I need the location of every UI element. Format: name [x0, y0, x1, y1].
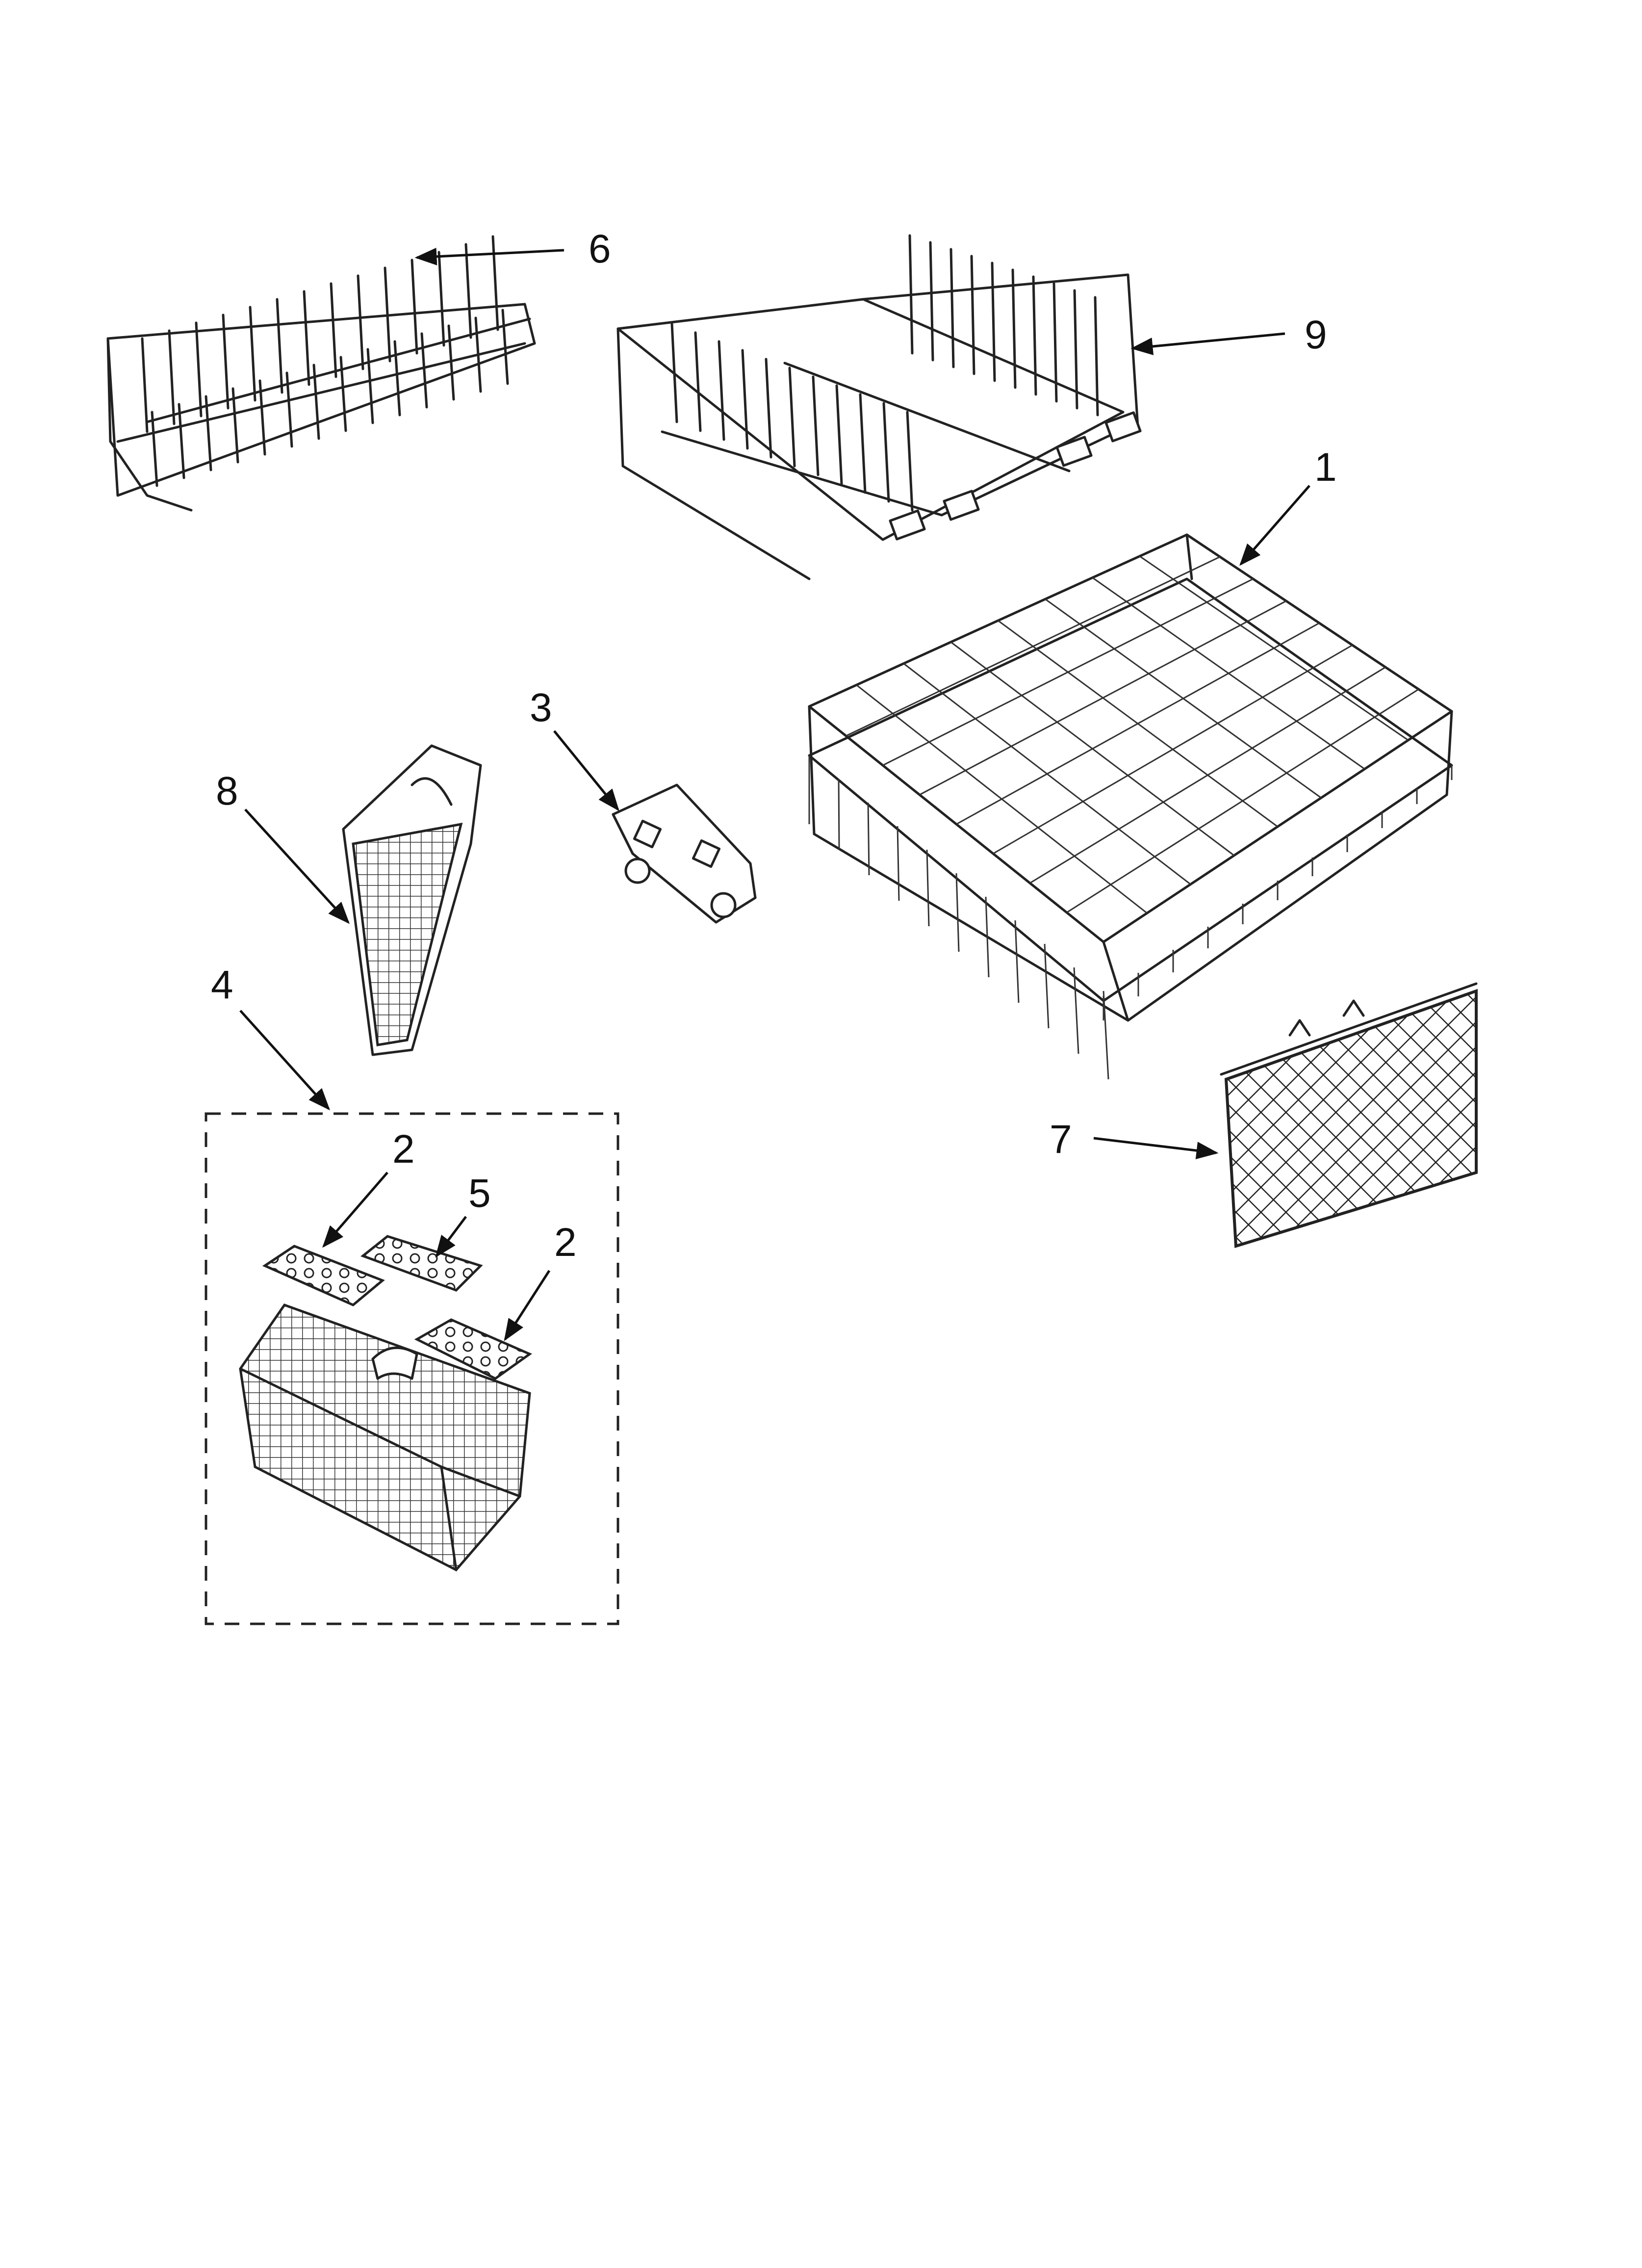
wire-segment — [1073, 967, 1079, 1054]
svg-text:3: 3 — [530, 685, 552, 730]
wire-segment — [1094, 296, 1099, 417]
wire-segment — [906, 411, 914, 512]
part-8-narrow-basket — [342, 744, 482, 1056]
wire-segment — [437, 251, 445, 347]
wire-segment — [1066, 688, 1419, 913]
wire-segment — [420, 332, 428, 409]
wire-segment — [410, 259, 418, 355]
wire-segment — [867, 802, 870, 876]
svg-text:9: 9 — [1305, 313, 1327, 357]
wire-segment — [1052, 282, 1058, 403]
callout-8: 8 — [216, 769, 350, 924]
callout-7: 7 — [1050, 1117, 1219, 1162]
svg-text:1: 1 — [1314, 445, 1337, 490]
wire-segment — [222, 313, 230, 410]
wire-segment — [1032, 275, 1037, 396]
part-2-cover-right — [414, 1318, 533, 1380]
part-5-cover-small — [360, 1235, 483, 1292]
callout-2-left: 2 — [322, 1127, 415, 1248]
wire-segment — [788, 366, 796, 468]
svg-text:5: 5 — [468, 1171, 491, 1216]
callout-3: 3 — [530, 685, 619, 811]
wire-segment — [312, 364, 320, 440]
wire-segment — [1045, 599, 1322, 799]
wire-segment — [258, 379, 266, 456]
wire-segment — [231, 387, 239, 464]
wire-segment — [970, 255, 975, 375]
wire-segment — [991, 261, 996, 382]
wire-segment — [491, 235, 499, 331]
wire-segment — [178, 403, 185, 479]
wire-segment — [670, 322, 678, 423]
wire-segment — [1103, 991, 1109, 1080]
wire-segment — [276, 298, 283, 394]
svg-text:8: 8 — [216, 769, 238, 813]
part-1-lower-rack — [808, 533, 1453, 1080]
wire-segment — [1073, 289, 1078, 410]
svg-text:2: 2 — [554, 1220, 577, 1265]
wire-segment — [501, 309, 509, 385]
svg-text:2: 2 — [392, 1127, 415, 1172]
wire-segment — [249, 306, 257, 402]
wire-segment — [285, 371, 293, 448]
wire-segment — [384, 266, 391, 363]
wire-segment — [812, 375, 820, 476]
wire-segment — [151, 411, 158, 487]
svg-text:6: 6 — [589, 227, 611, 271]
wire-segment — [330, 282, 337, 378]
wire-segment — [447, 324, 455, 401]
callout-5: 5 — [435, 1171, 491, 1258]
wire-segment — [1139, 555, 1409, 741]
svg-text:7: 7 — [1050, 1117, 1072, 1162]
callout-6: 6 — [414, 227, 611, 271]
wire-segment — [956, 622, 1320, 825]
wire-segment — [897, 826, 900, 901]
wire-segment — [926, 849, 930, 927]
wire-segment — [993, 644, 1353, 855]
wire-segment — [949, 248, 955, 368]
wire-segment — [929, 241, 934, 362]
svg-text:4: 4 — [211, 963, 233, 1007]
part-6-tine-rack — [106, 235, 536, 512]
wire-segment — [339, 356, 347, 432]
wire-segment — [393, 340, 401, 417]
wire-segment — [168, 329, 176, 425]
wire-segment — [908, 234, 914, 355]
wire-segment — [835, 384, 843, 485]
part-9-tine-rows — [616, 234, 1142, 580]
part-3-roller-clip — [612, 783, 757, 924]
wire-segment — [1092, 577, 1365, 770]
callout-2-right: 2 — [504, 1220, 577, 1341]
wire-segment — [882, 402, 890, 503]
callout-4: 4 — [211, 963, 331, 1111]
wire-segment — [303, 290, 310, 386]
wire-segment — [141, 337, 149, 433]
callout-9: 9 — [1130, 313, 1327, 357]
wire-segment — [694, 331, 702, 432]
wire-segment — [985, 896, 990, 978]
wire-segment — [718, 340, 725, 441]
wire-segment — [366, 348, 374, 424]
part-7-mesh-panel — [1220, 982, 1478, 1248]
wire-segment — [765, 358, 772, 459]
wire-segment — [1014, 920, 1020, 1003]
wire-segment — [955, 873, 960, 952]
wire-segment — [474, 316, 482, 393]
wire-segment — [195, 321, 203, 417]
callout-1: 1 — [1239, 445, 1337, 566]
wire-segment — [859, 393, 867, 494]
wire-segment — [464, 243, 472, 339]
wire-segment — [1044, 943, 1050, 1029]
wire-segment — [1029, 666, 1386, 884]
wire-segment — [205, 395, 212, 471]
wire-segment — [357, 274, 364, 370]
wire-segment — [741, 349, 749, 450]
part-2-cover-left — [262, 1245, 385, 1306]
part-4-basket-assembly — [205, 1112, 619, 1625]
wire-segment — [1011, 268, 1017, 389]
